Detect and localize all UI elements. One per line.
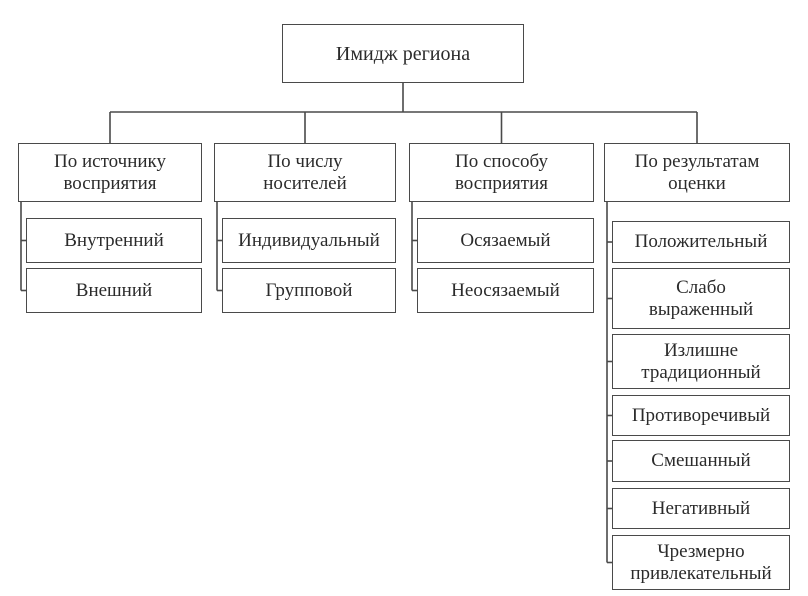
category-item-box: Неосязаемый [417, 268, 594, 313]
category-item-box: Положительный [612, 221, 790, 263]
category-item-box: Чрезмерно привлекательный [612, 535, 790, 590]
category-item-box: Индивидуальный [222, 218, 396, 263]
category-item-box: Негативный [612, 488, 790, 529]
category-header-box: По способу восприятия [409, 143, 594, 202]
category-item-box: Внешний [26, 268, 202, 313]
category-item-box: Внутренний [26, 218, 202, 263]
category-item-box: Противоречивый [612, 395, 790, 436]
category-item-box: Слабо выраженный [612, 268, 790, 329]
category-item-box: Смешанный [612, 440, 790, 482]
category-header-box: По источнику восприятия [18, 143, 202, 202]
category-item-box: Излишне традиционный [612, 334, 790, 389]
category-item-box: Групповой [222, 268, 396, 313]
category-header-box: По результатам оценки [604, 143, 790, 202]
category-item-box: Осязаемый [417, 218, 594, 263]
root-box: Имидж региона [282, 24, 524, 83]
category-header-box: По числу носителей [214, 143, 396, 202]
